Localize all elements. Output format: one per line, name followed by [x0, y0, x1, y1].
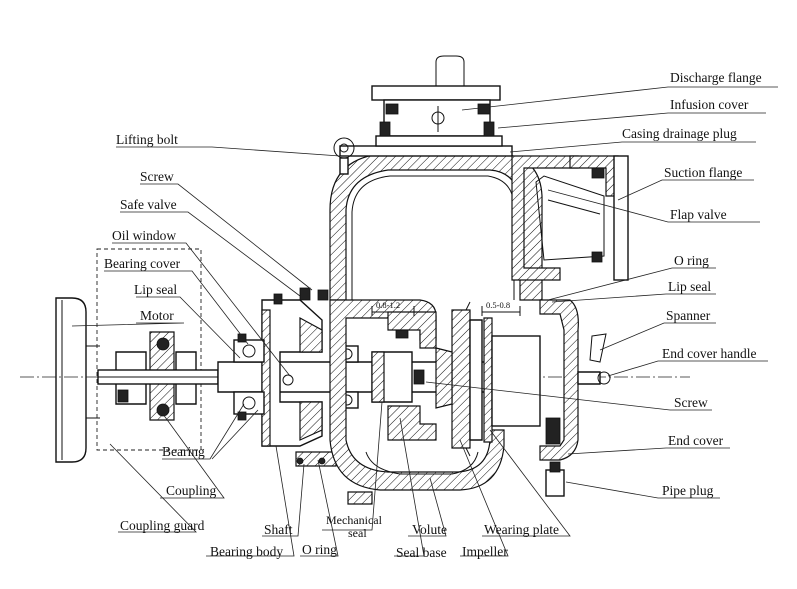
label-motor: Motor — [140, 308, 174, 323]
dim-gap-left: 0.8-1.2 — [376, 300, 400, 310]
label-discharge-flange: Discharge flange — [670, 70, 762, 85]
dim-gap-right: 0.5-0.8 — [486, 300, 510, 310]
label-o-ring-right: O ring — [674, 253, 709, 268]
label-oil-window: Oil window — [112, 228, 176, 243]
label-infusion-cover: Infusion cover — [670, 97, 749, 112]
label-bearing: Bearing — [162, 444, 205, 459]
label-lip-seal-left: Lip seal — [134, 282, 177, 297]
label-end-cover-handle: End cover handle — [662, 346, 756, 361]
label-pipe-plug: Pipe plug — [662, 483, 714, 498]
label-wearing-plate: Wearing plate — [484, 522, 559, 537]
clearance-dimensions: 0.8-1.2 0.5-0.8 — [371, 300, 521, 316]
label-lip-seal-right: Lip seal — [668, 279, 711, 294]
label-end-cover: End cover — [668, 433, 724, 448]
coupling-guard-outline — [96, 248, 202, 451]
leader-lines — [71, 86, 778, 557]
label-safe-valve: Safe valve — [120, 197, 177, 212]
impeller-drawing — [435, 301, 483, 457]
label-mechanical-seal-1: Mechanical — [326, 513, 383, 527]
label-screw-right: Screw — [674, 395, 708, 410]
label-casing-drainage-plug: Casing drainage plug — [622, 126, 737, 141]
label-screw-top: Screw — [140, 169, 174, 184]
label-lifting-bolt: Lifting bolt — [116, 132, 178, 147]
motor-drawing — [55, 297, 100, 463]
label-shaft: Shaft — [264, 522, 293, 537]
label-impeller: Impeller — [462, 544, 508, 559]
discharge-flange-drawing — [333, 55, 503, 175]
part-labels: Discharge flange Infusion cover Lifting … — [104, 70, 762, 560]
casing-drawing — [329, 145, 629, 505]
coupling-drawing — [97, 331, 219, 421]
end-cover-drawing — [483, 299, 611, 497]
label-bearing-cover: Bearing cover — [104, 256, 181, 271]
label-suction-flange: Suction flange — [664, 165, 742, 180]
label-o-ring-bottom: O ring — [302, 542, 337, 557]
label-mechanical-seal-2: seal — [348, 526, 367, 540]
label-bearing-body: Bearing body — [210, 544, 283, 559]
label-seal-base: Seal base — [396, 545, 447, 560]
label-coupling: Coupling — [166, 483, 217, 498]
label-flap-valve: Flap valve — [670, 207, 727, 222]
label-volute: Volute — [412, 522, 447, 537]
label-coupling-guard: Coupling guard — [120, 518, 205, 533]
label-spanner: Spanner — [666, 308, 711, 323]
